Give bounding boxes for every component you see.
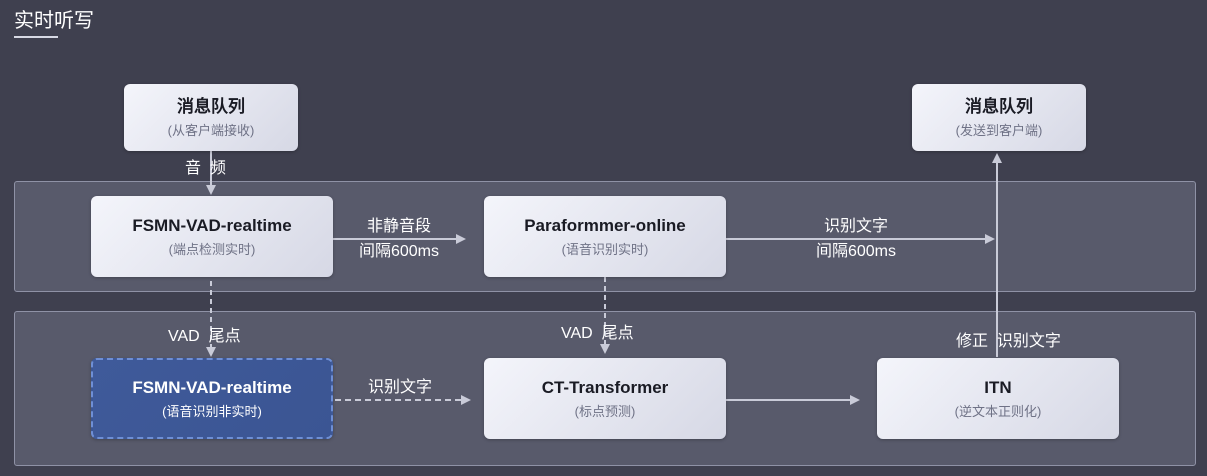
node-fsmn-vad-offline: FSMN-VAD-realtime (语音识别非实时): [91, 358, 333, 439]
edge-label-vad-end-2: VAD 尾点: [561, 325, 634, 342]
edge-label-text-1: 识别文字: [823, 218, 888, 235]
node-main-label: CT-Transformer: [541, 377, 669, 397]
edge-label-nonsilent-1: 非静音段: [366, 218, 431, 235]
node-sub-label: (标点预测): [574, 403, 636, 419]
node-itn: ITN (逆文本正则化): [877, 358, 1119, 439]
node-message-queue-out: 消息队列 (发送到客户端): [912, 84, 1086, 151]
node-sub-label: (逆文本正则化): [954, 403, 1042, 419]
node-ct-transformer: CT-Transformer (标点预测): [484, 358, 726, 439]
title-underline: [14, 36, 58, 38]
edge-label-text-to-ct: 识别文字: [368, 379, 433, 396]
page-title: 实时听写: [14, 10, 94, 32]
edge-label-text-2: 间隔600ms: [815, 243, 897, 260]
edge-label-nonsilent-2: 间隔600ms: [358, 243, 440, 260]
node-main-label: FSMN-VAD-realtime: [132, 377, 292, 397]
node-paraformer-online: Paraformmer-online (语音识别实时): [484, 196, 726, 277]
node-sub-label: (端点检测实时): [168, 241, 256, 257]
node-main-label: 消息队列: [965, 96, 1033, 116]
node-main-label: ITN: [984, 377, 1012, 397]
node-sub-label: (从客户端接收): [167, 122, 255, 138]
node-main-label: 消息队列: [177, 96, 245, 116]
node-main-label: FSMN-VAD-realtime: [132, 215, 292, 235]
node-message-queue-in: 消息队列 (从客户端接收): [124, 84, 298, 151]
edge-label-audio: 音 频: [185, 160, 226, 177]
edge-label-vad-end-1: VAD 尾点: [168, 328, 241, 345]
node-sub-label: (语音识别实时): [561, 241, 649, 257]
node-main-label: Paraformmer-online: [524, 215, 686, 235]
node-sub-label: (语音识别非实时): [162, 403, 262, 419]
node-fsmn-vad-realtime: FSMN-VAD-realtime (端点检测实时): [91, 196, 333, 277]
node-sub-label: (发送到客户端): [955, 122, 1043, 138]
edge-label-fix-text: 修正 识别文字: [956, 333, 1061, 350]
